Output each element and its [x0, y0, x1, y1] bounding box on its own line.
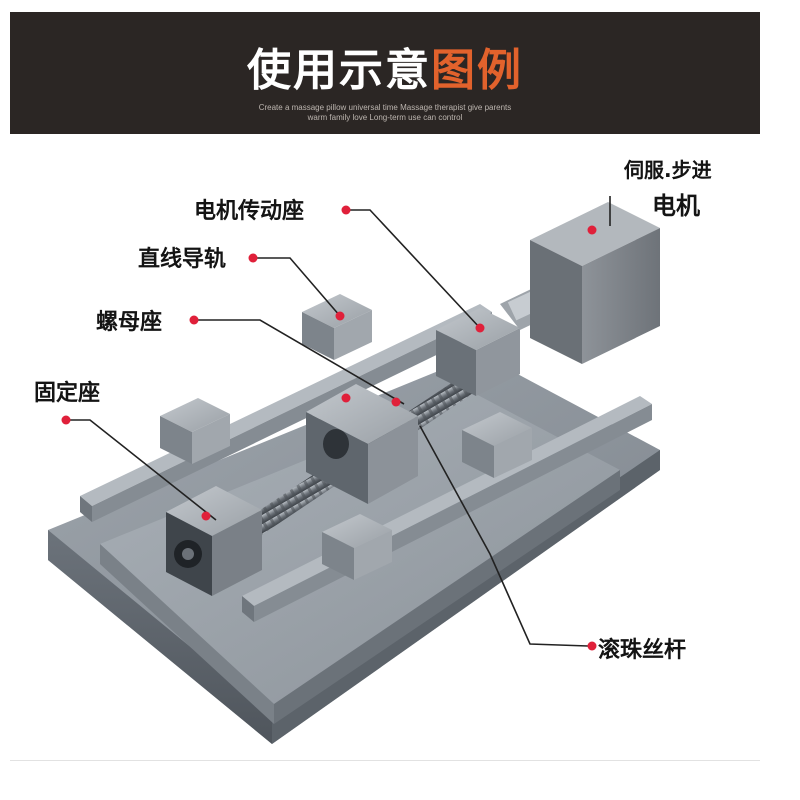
- banner-subtitle-line-2: warm family love Long-term use can contr…: [307, 113, 463, 122]
- rail-blocks: [160, 294, 532, 580]
- label-nut-seat: 螺母座: [96, 310, 163, 335]
- marker-fixed-seat: [61, 415, 71, 425]
- rail-block-3: [462, 412, 532, 478]
- leader-fixed-seat: [70, 419, 217, 521]
- banner-subtitle-line-1: Create a massage pillow universal time M…: [258, 103, 512, 112]
- marker-motor-mount-end: [475, 323, 485, 333]
- bottom-divider: [10, 760, 760, 761]
- marker-motor: [587, 225, 597, 235]
- label-linear-rail: 直线导轨: [138, 247, 227, 272]
- marker-ball-screw-start: [391, 397, 401, 407]
- leader-nut-seat: [198, 319, 405, 405]
- page-title: 使用示意图例: [10, 34, 760, 98]
- marker-linear-rail-end: [335, 311, 345, 321]
- label-ball-screw: 滚珠丝杆: [598, 638, 687, 663]
- label-motor-line1: 伺服.步进: [624, 158, 712, 182]
- header-banner: 使用示意图例 Create a massage pillow universal…: [10, 12, 760, 134]
- label-motor-mount: 电机传动座: [194, 199, 305, 224]
- marker-nut-seat: [189, 315, 199, 325]
- nut-seat-block: [306, 384, 418, 504]
- rail-block-4: [322, 514, 392, 580]
- label-motor-line2: 电机: [652, 192, 700, 220]
- page-title-main: 使用示意: [247, 45, 431, 96]
- marker-motor-mount: [341, 205, 351, 215]
- leader-linear-rail: [256, 257, 341, 317]
- marker-ball-screw: [587, 641, 597, 651]
- marker-linear-rail: [248, 253, 258, 263]
- page-title-accent: 图例: [431, 45, 523, 96]
- motor: [530, 202, 660, 364]
- marker-nut-seat-end: [341, 393, 351, 403]
- leader-lines: [70, 196, 611, 647]
- label-fixed-seat: 固定座: [34, 381, 101, 406]
- leader-ball-screw: [419, 425, 589, 647]
- marker-fixed-seat-end: [201, 511, 211, 521]
- markers: [61, 205, 597, 651]
- linear-module-diagram: [10, 134, 760, 760]
- rail-block-1: [160, 398, 230, 464]
- fixed-seat-block: [166, 486, 262, 596]
- leader-motor-mount: [350, 209, 481, 329]
- rail-block-2: [302, 294, 372, 360]
